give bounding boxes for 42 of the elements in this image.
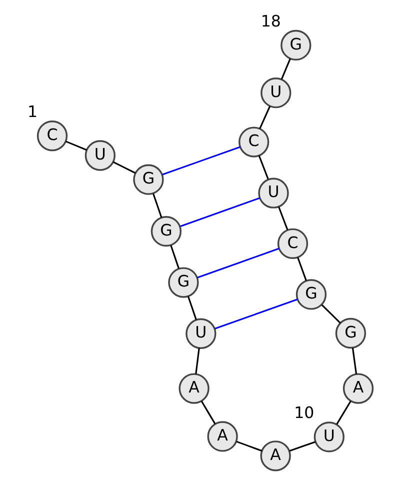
node-circle: C	[277, 228, 308, 259]
node-circle: G	[280, 30, 312, 61]
connector	[259, 106, 271, 129]
connector	[278, 206, 288, 230]
connector	[258, 155, 269, 180]
connector	[195, 348, 200, 374]
connector	[180, 197, 260, 228]
connector	[200, 400, 216, 424]
connector	[289, 441, 316, 452]
node-circle: A	[178, 373, 210, 404]
connector	[152, 193, 162, 218]
node-circle: G	[133, 164, 164, 195]
connector	[197, 248, 280, 278]
node-circle: C	[238, 126, 270, 158]
node-circle: U	[84, 140, 116, 171]
node-circle: G	[296, 279, 327, 310]
node-circle: A	[342, 373, 374, 404]
connector	[321, 304, 341, 324]
node-circle: U	[186, 318, 216, 349]
connector	[336, 400, 352, 425]
node-circle: A	[207, 421, 238, 452]
node-label: 18	[260, 11, 281, 30]
node-circle: G	[335, 318, 366, 349]
connector	[187, 296, 197, 320]
node-label: 10	[294, 402, 314, 422]
connector	[236, 440, 262, 452]
connector	[113, 161, 136, 174]
connector	[297, 257, 307, 281]
node-circle: C	[36, 120, 68, 152]
node-circle: U	[260, 78, 292, 108]
node-circle: U	[314, 422, 344, 452]
connector	[280, 58, 291, 80]
node-circle: G	[150, 216, 182, 247]
connector	[66, 140, 87, 151]
connector	[170, 245, 180, 269]
node-circle: U	[258, 178, 289, 208]
connector	[162, 146, 240, 176]
connector	[352, 348, 358, 374]
node-label: 1	[28, 102, 38, 121]
node-circle: G	[168, 267, 199, 298]
connector	[214, 298, 298, 330]
node-circle: A	[260, 440, 291, 472]
